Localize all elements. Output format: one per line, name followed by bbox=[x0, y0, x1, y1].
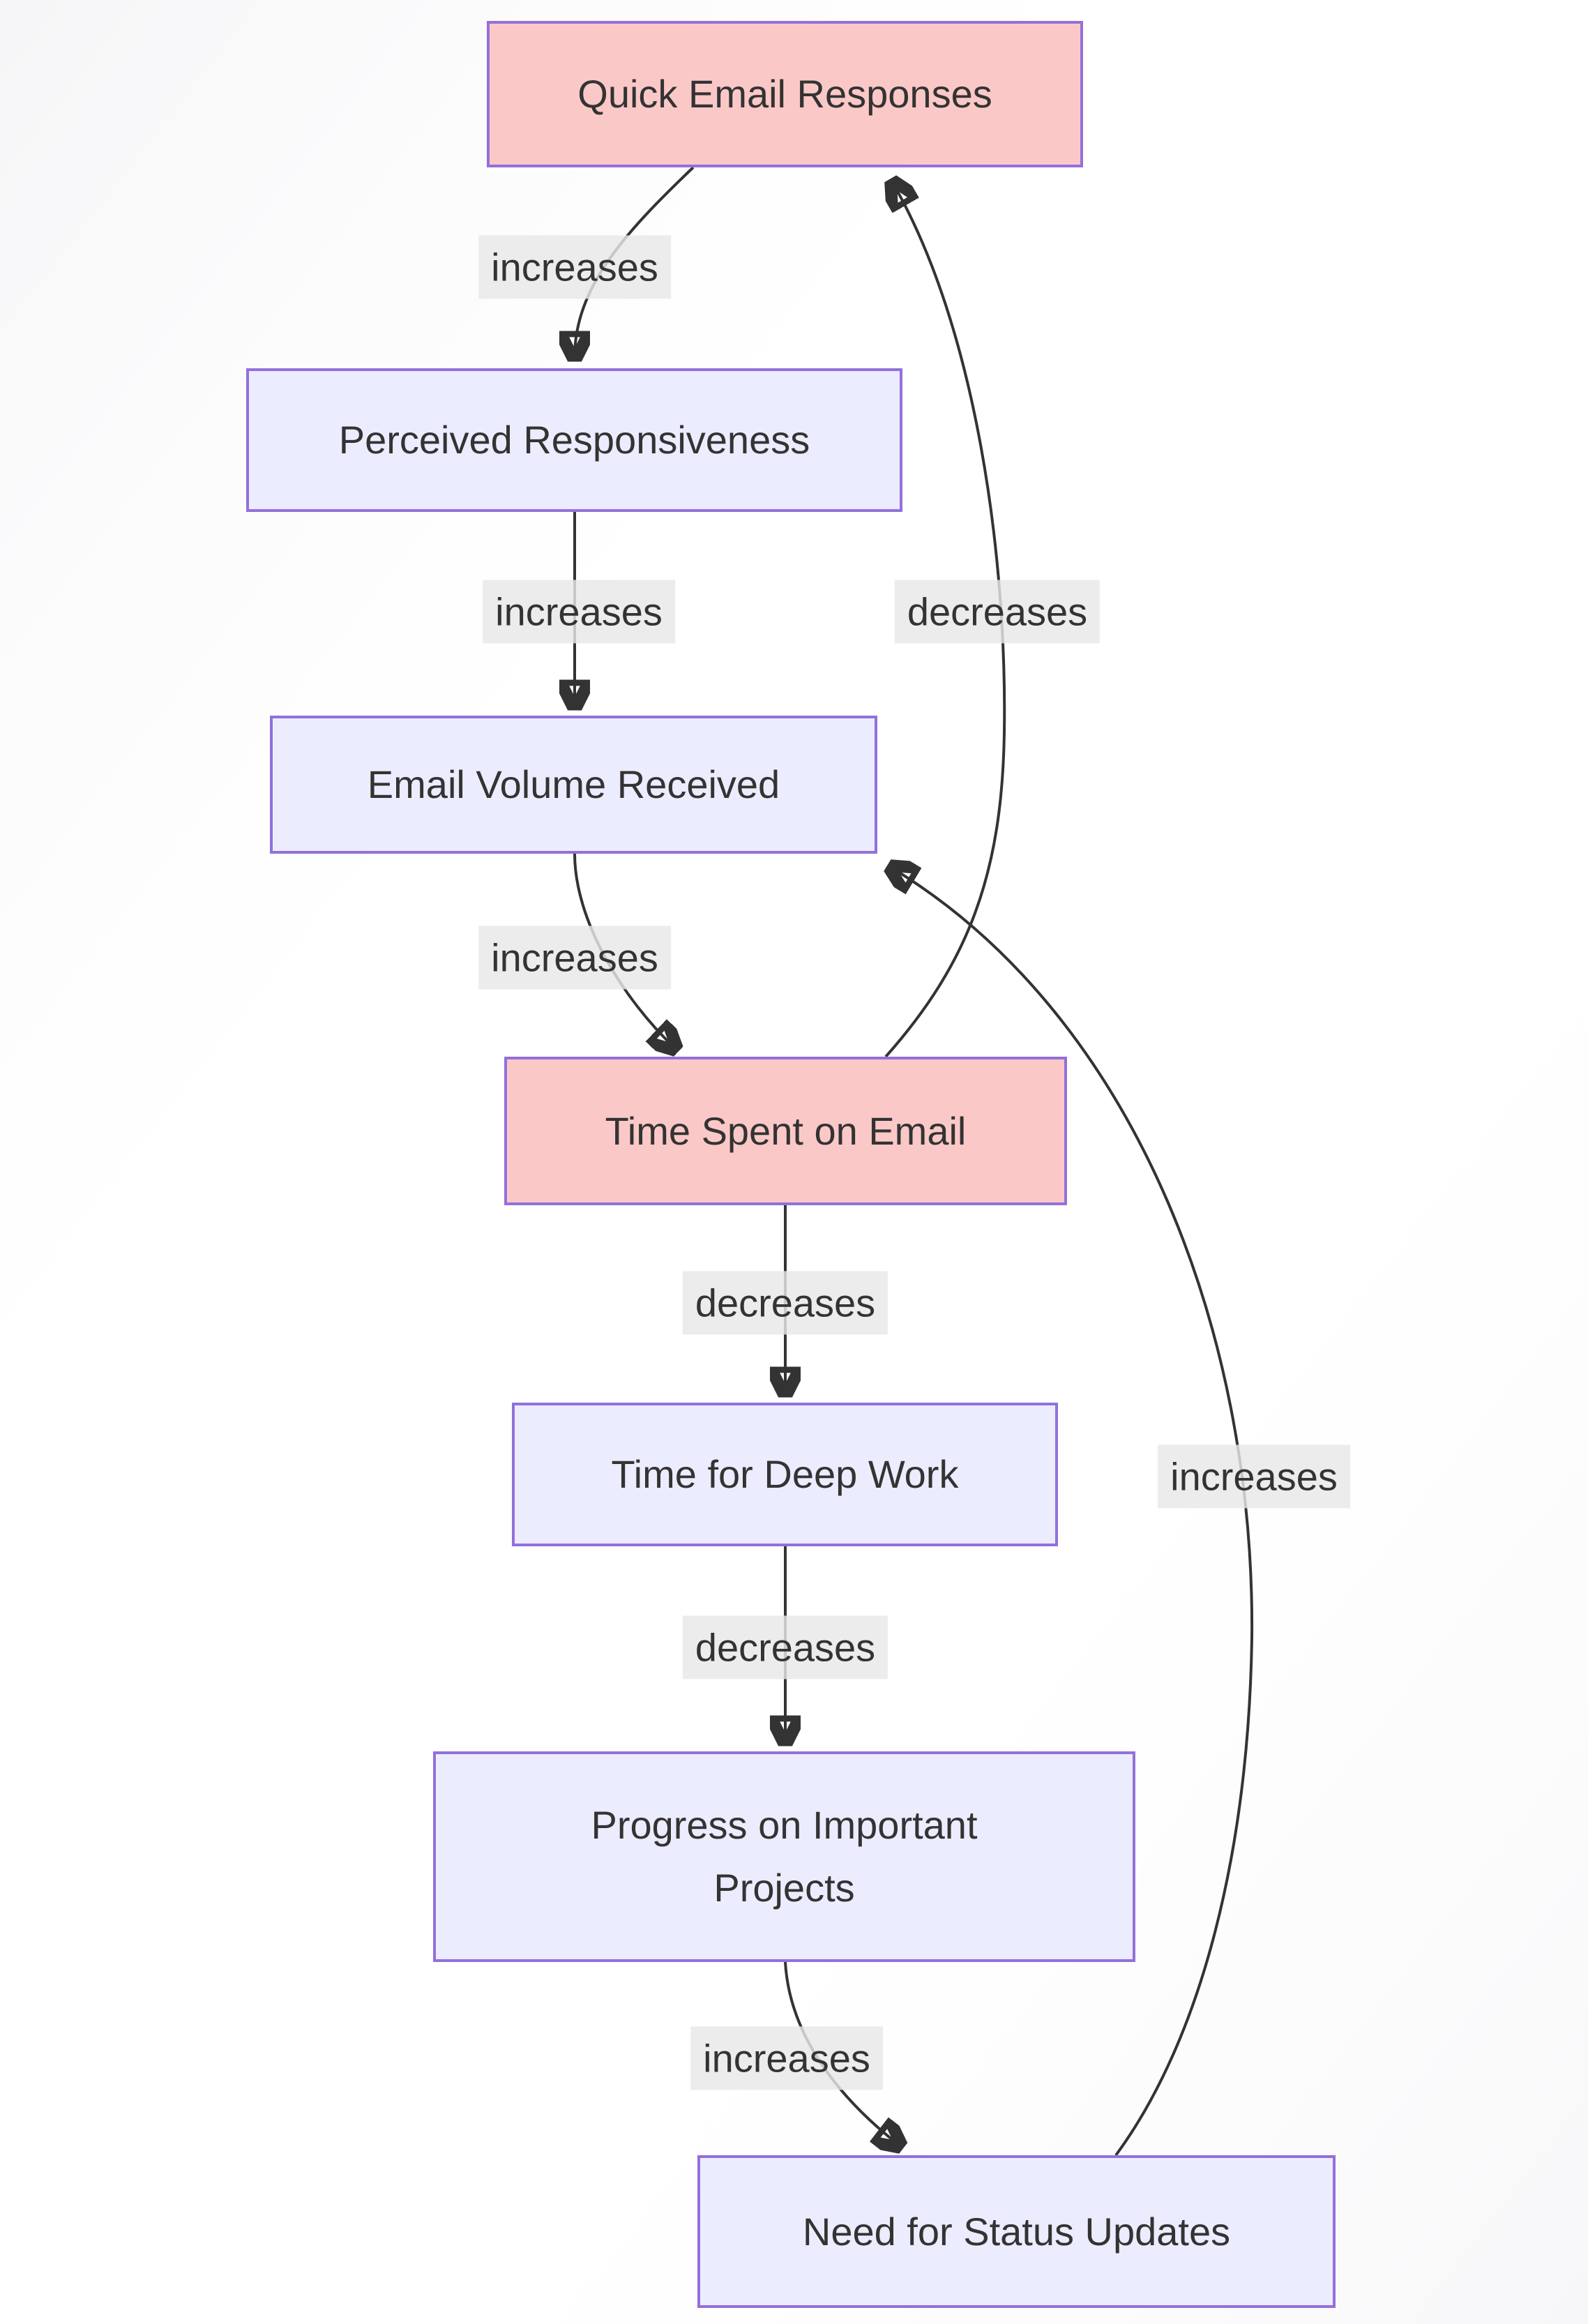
node-quick-email-responses: Quick Email Responses bbox=[487, 21, 1083, 167]
node-label: Perceived Responsiveness bbox=[338, 418, 810, 462]
node-time-for-deep-work: Time for Deep Work bbox=[512, 1403, 1058, 1546]
edge-label-decreases-timespent-to-deepwork: decreases bbox=[682, 1271, 888, 1335]
node-perceived-responsiveness: Perceived Responsiveness bbox=[246, 368, 902, 512]
edge-status-updates-to-email-volume bbox=[891, 868, 1254, 2157]
edge-label-increases-progress-to-status: increases bbox=[690, 2026, 883, 2090]
node-email-volume-received: Email Volume Received bbox=[270, 716, 877, 854]
node-label: Time Spent on Email bbox=[605, 1108, 967, 1153]
node-progress-on-important-projects: Progress on Important Projects bbox=[433, 1751, 1135, 1962]
node-label: Email Volume Received bbox=[367, 762, 780, 807]
node-label: Progress on Important Projects bbox=[591, 1803, 978, 1910]
node-need-for-status-updates: Need for Status Updates bbox=[697, 2155, 1336, 2308]
node-label: Need for Status Updates bbox=[802, 2209, 1231, 2254]
edge-label-decreases-deepwork-to-progress: decreases bbox=[682, 1615, 888, 1680]
node-label: Time for Deep Work bbox=[611, 1452, 959, 1497]
edge-label-increases-status-to-volume: increases bbox=[1158, 1444, 1350, 1509]
edge-label-increases-perceived-to-volume: increases bbox=[483, 580, 675, 644]
edge-time-spent-to-quick-email bbox=[886, 183, 1006, 1058]
edge-label-increases-quick-to-perceived: increases bbox=[478, 235, 671, 299]
node-label: Quick Email Responses bbox=[577, 72, 992, 116]
node-time-spent-on-email: Time Spent on Email bbox=[504, 1057, 1067, 1205]
edge-label-increases-volume-to-timespent: increases bbox=[478, 926, 671, 990]
edge-label-decreases-timespent-to-quick: decreases bbox=[894, 580, 1101, 644]
